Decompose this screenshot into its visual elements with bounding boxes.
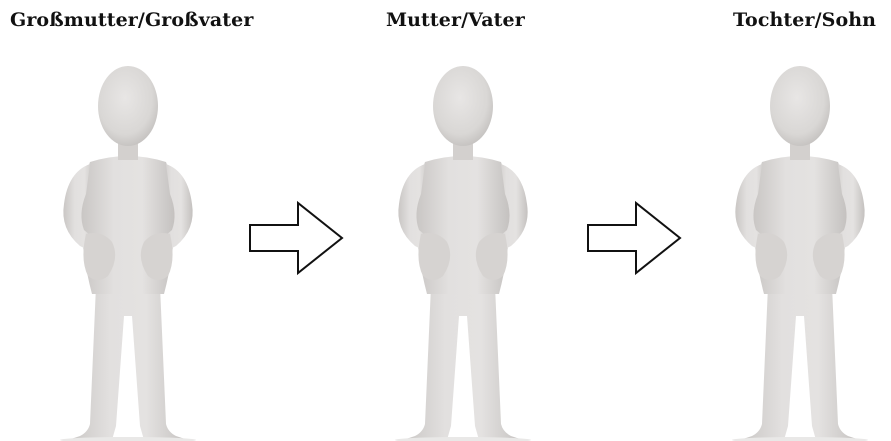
person-figure-icon: [363, 54, 563, 441]
label-parent: Mutter/Vater: [386, 9, 525, 31]
person-figure-icon: [28, 54, 228, 441]
label-child: Tochter/Sohn: [733, 9, 876, 31]
right-arrow-icon: [584, 199, 684, 277]
person-figure-icon: [700, 54, 891, 441]
right-arrow-icon: [246, 199, 346, 277]
label-grandparent: Großmutter/Großvater: [10, 9, 253, 31]
